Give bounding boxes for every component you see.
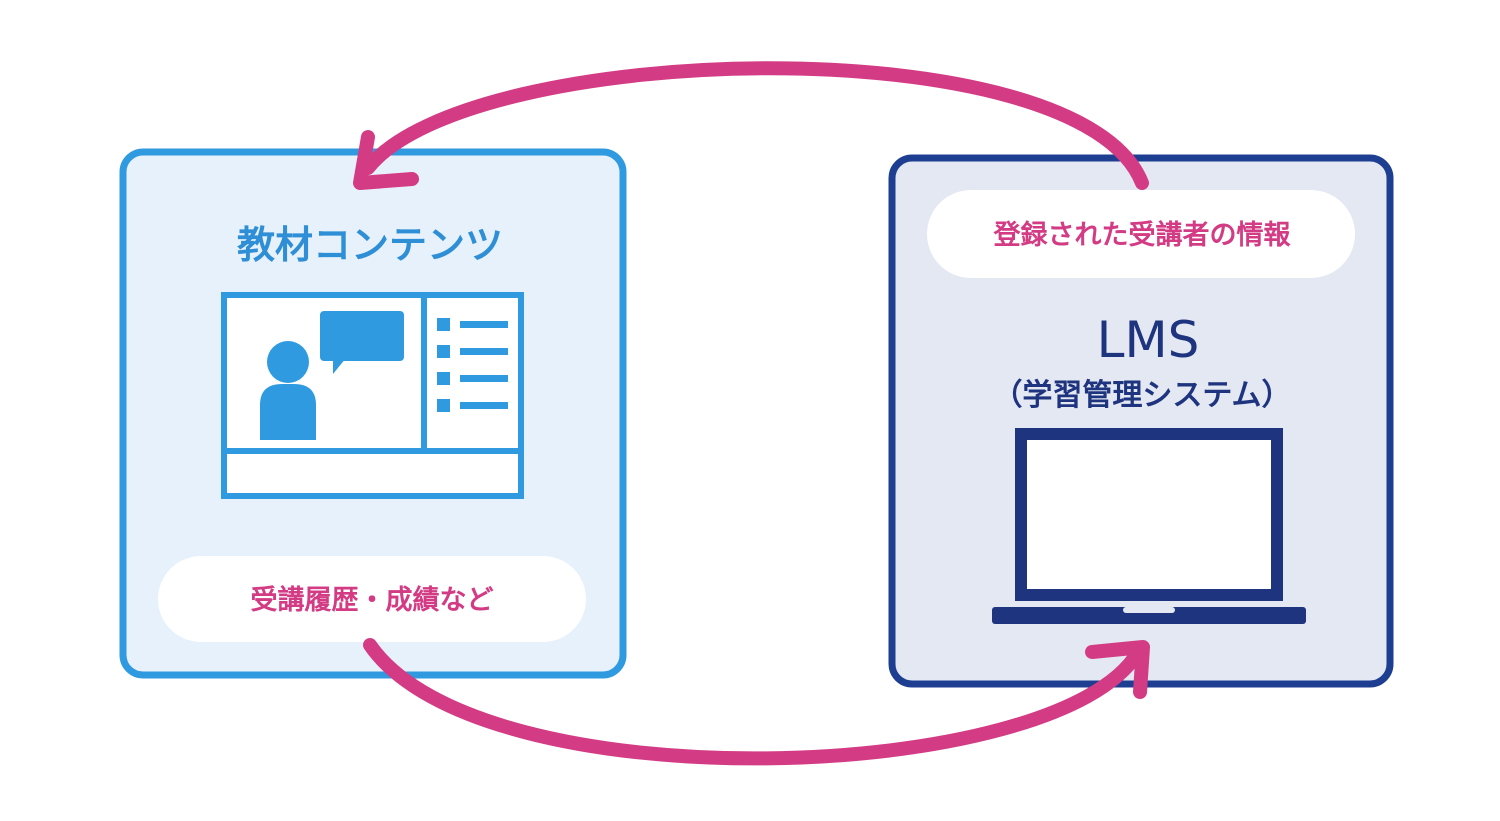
lms-subtitle: （学習管理システム） (992, 378, 1291, 413)
presenter-body-icon (260, 384, 316, 440)
content-box-title: 教材コンテンツ (237, 223, 503, 267)
lms-box: 登録された受講者の情報 LMS （学習管理システム） (888, 154, 1394, 688)
content-history-label: 受講履歴・成績など (251, 584, 494, 616)
presenter-head-icon (267, 341, 309, 383)
arrowhead-top-icon (353, 130, 419, 190)
arrowhead-bottom-icon (1085, 640, 1150, 699)
laptop-icon (992, 428, 1306, 624)
lms-title: LMS (1097, 311, 1200, 369)
arrow-content-to-lms (363, 638, 1150, 766)
registered-learner-pill: 登録された受講者の情報 (927, 190, 1355, 278)
registered-learner-label: 登録された受講者の情報 (993, 219, 1292, 251)
speech-bubble-icon (320, 311, 404, 374)
video-lesson-icon (221, 292, 524, 499)
list-icon (437, 318, 508, 412)
arrow-lms-to-content (353, 61, 1149, 190)
content-history-pill: 受講履歴・成績など (158, 556, 586, 642)
content-box: 教材コンテンツ (119, 148, 627, 679)
